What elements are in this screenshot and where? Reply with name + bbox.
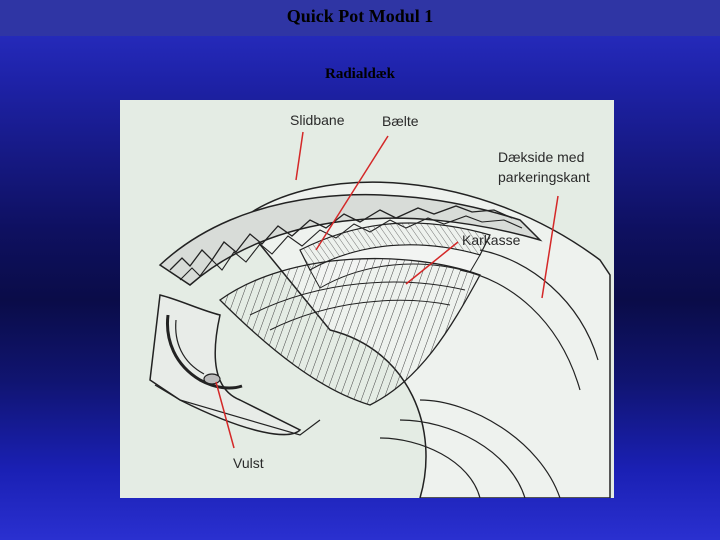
label-daekside-line2: parkeringskant: [498, 169, 590, 185]
label-baelte: Bælte: [382, 113, 419, 129]
label-daekside-line1: Dækside med: [498, 149, 584, 165]
carcass-plies: [218, 257, 481, 406]
cut-face: [149, 294, 321, 436]
tread-band: [158, 194, 543, 286]
page-title: Quick Pot Modul 1: [286, 6, 434, 26]
leader-baelte: [315, 135, 389, 251]
tire-diagram: Slidbane Bælte Dækside med parkeringskan…: [120, 100, 614, 498]
bead-wire: [203, 373, 221, 385]
slide-subtitle: Radialdæk: [324, 66, 396, 82]
diagram-labels: Slidbane Bælte Dækside med parkeringskan…: [233, 112, 590, 471]
tire-cross-section-illustration: Slidbane Bælte Dækside med parkeringskan…: [149, 112, 611, 498]
title-bar: [0, 0, 720, 36]
leader-lines: [215, 131, 559, 449]
leader-daekside: [541, 195, 559, 299]
label-slidbane: Slidbane: [290, 112, 345, 128]
leader-karkasse: [405, 241, 459, 285]
tread-grooves: [169, 205, 513, 271]
label-karkasse: Karkasse: [462, 232, 521, 248]
leader-vulst: [215, 381, 235, 449]
label-vulst: Vulst: [233, 455, 264, 471]
belt-layer: [299, 222, 491, 289]
leader-slidbane: [295, 131, 304, 181]
